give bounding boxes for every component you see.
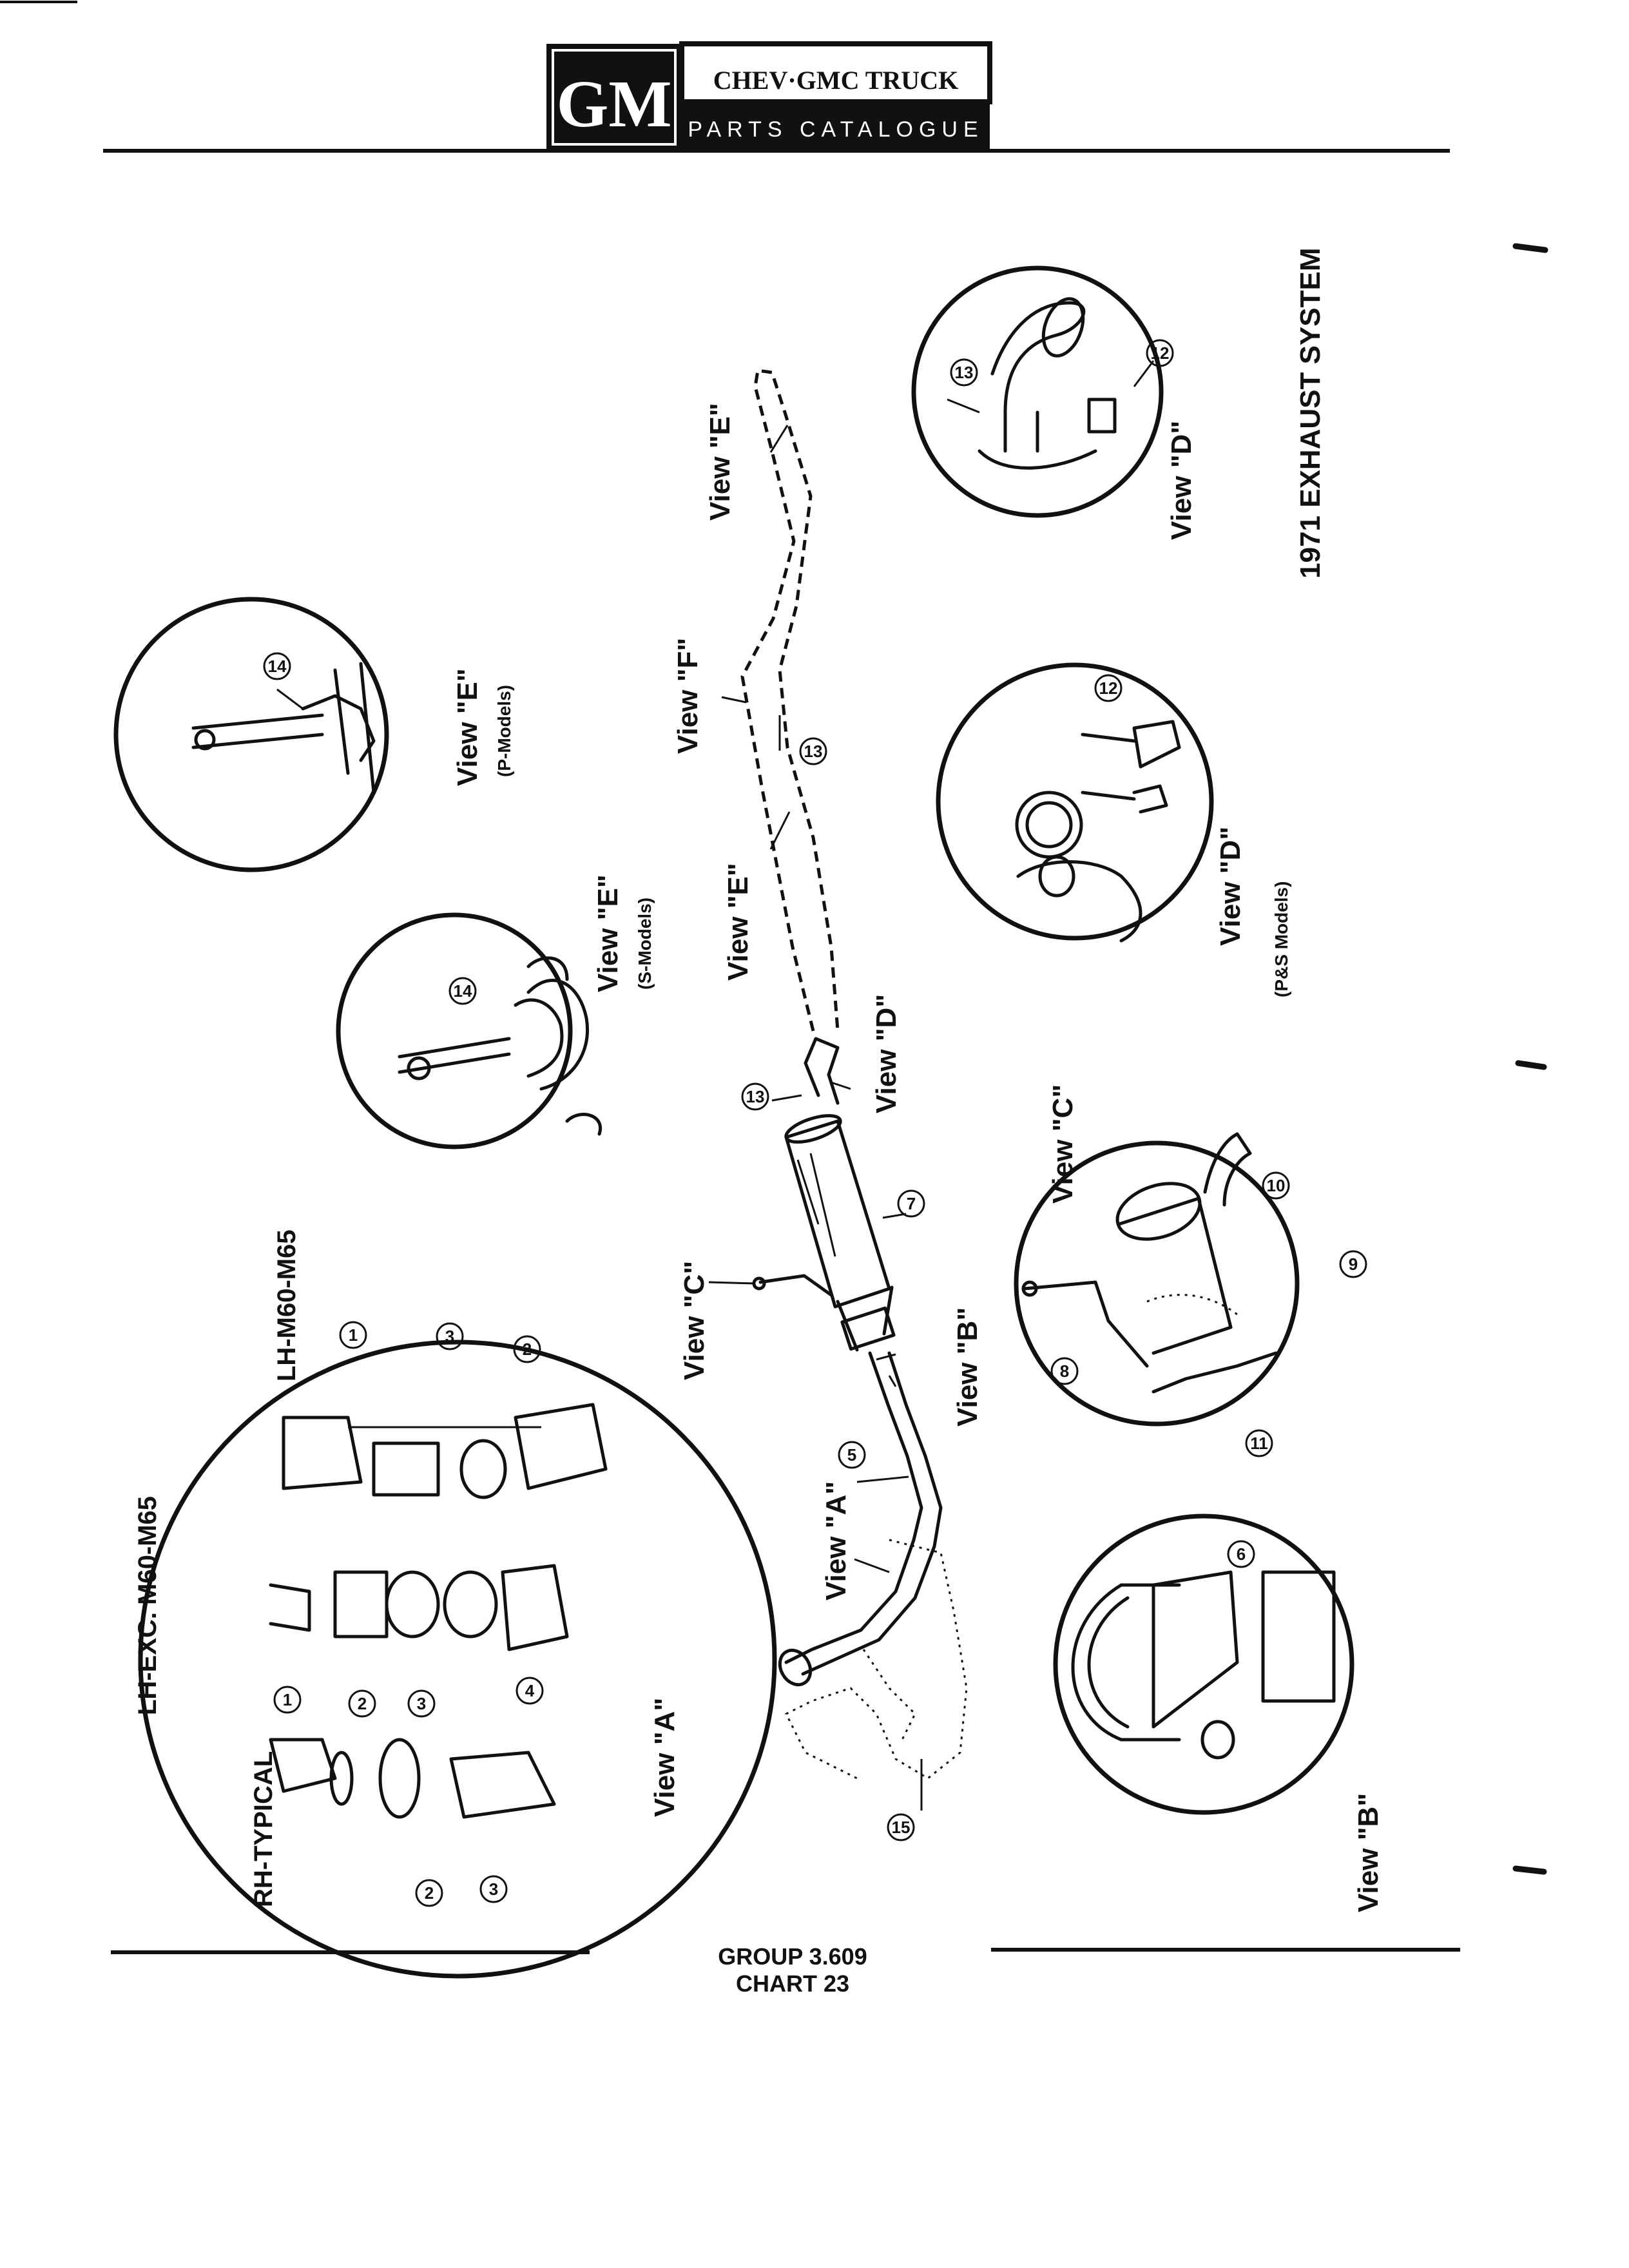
label-lh-exc: LH-EXC. M60-M65 (133, 1496, 162, 1715)
label-lh-m60: LH-M60-M65 (273, 1229, 301, 1381)
callout-11: 11 (1245, 1429, 1273, 1457)
svg-text:15: 15 (892, 1818, 911, 1837)
detail-view-c (1014, 1132, 1300, 1427)
callout-3-lhexc: 3 (407, 1689, 436, 1718)
muffler (784, 1114, 896, 1352)
margin-ticks (1512, 243, 1548, 1875)
label-view-d-top: View "D" (1166, 421, 1197, 540)
label-view-e-s-sub: (S-Models) (635, 898, 655, 990)
detail-view-b (1053, 1514, 1354, 1815)
header-line2: PARTS CATALOGUE (688, 117, 983, 142)
callout-3-lhm60: 3 (436, 1322, 464, 1350)
svg-text:7: 7 (907, 1194, 916, 1213)
callout-2-lhexc: 2 (348, 1689, 376, 1718)
label-main-view-e1: View "E" (704, 403, 736, 521)
svg-text:2: 2 (358, 1694, 367, 1713)
svg-text:6: 6 (1237, 1544, 1246, 1564)
svg-text:8: 8 (1060, 1361, 1069, 1381)
label-view-e-s: View "E" (592, 874, 624, 992)
callout-13-outlet: 13 (741, 1082, 769, 1111)
label-main-view-d: View "D" (871, 994, 902, 1113)
header: GM CHEV·GMC TRUCK PARTS CATALOGUE (103, 41, 1450, 153)
gm-logo (546, 44, 682, 151)
callout-3-rh: 3 (479, 1875, 508, 1903)
label-view-d-ps: View "D" (1215, 827, 1246, 946)
callout-13-top: 13 (950, 358, 978, 387)
main-exhaust-route (740, 369, 968, 1780)
callout-15: 15 (887, 1813, 915, 1841)
callout-10: 10 (1262, 1171, 1290, 1200)
callout-14-p: 14 (263, 652, 291, 680)
detail-view-d-top (911, 265, 1164, 518)
header-line1: CHEV·GMC TRUCK (713, 66, 958, 95)
svg-text:14: 14 (454, 981, 472, 1001)
callout-12-top: 12 (1146, 339, 1174, 367)
svg-text:2: 2 (523, 1340, 532, 1359)
callout-9: 9 (1339, 1250, 1367, 1278)
svg-text:12: 12 (1151, 343, 1170, 363)
svg-text:13: 13 (804, 742, 823, 761)
callout-1-lhm60: 1 (339, 1321, 367, 1349)
leader-lines (708, 425, 923, 1811)
svg-text:1: 1 (349, 1325, 358, 1345)
label-main-view-e2: View "E" (722, 863, 754, 981)
svg-text:3: 3 (489, 1879, 498, 1899)
callout-7: 7 (897, 1189, 925, 1218)
detail-view-e-s-models (336, 912, 602, 1149)
label-main-view-c: View "C" (679, 1261, 710, 1380)
detail-view-a (138, 1340, 777, 1979)
gm-logo-text: GM (556, 67, 671, 141)
label-view-e-p: View "E" (452, 668, 483, 786)
callout-12-ps: 12 (1094, 674, 1123, 702)
callout-6: 6 (1227, 1540, 1255, 1568)
label-main-view-a: View "A" (820, 1481, 852, 1600)
view-labels: View "E" (P-Models) View "E" (S-Models) … (133, 403, 1384, 1912)
svg-text:13: 13 (955, 363, 974, 382)
callout-13-main: 13 (799, 737, 827, 765)
callouts: 14 14 13 12 12 13 13 7 5 15 10 9 8 11 6 … (263, 339, 1367, 1907)
label-view-a-detail: View "A" (649, 1698, 680, 1817)
svg-text:5: 5 (847, 1445, 856, 1465)
callout-2-lhm60: 2 (513, 1335, 541, 1363)
callout-4-lhexc: 4 (516, 1677, 544, 1705)
label-rh-typical: RH-TYPICAL (249, 1751, 278, 1907)
footer-caption: GROUP 3.609 CHART 23 (718, 1943, 867, 1997)
callout-14-s: 14 (448, 977, 477, 1005)
label-main-view-f: View "F" (672, 638, 704, 754)
callout-5: 5 (838, 1441, 866, 1469)
svg-text:1: 1 (283, 1690, 292, 1709)
svg-text:3: 3 (417, 1694, 426, 1713)
detail-view-e-p-models (113, 597, 389, 872)
detail-view-d-ps-models (936, 662, 1214, 943)
callout-1-lhexc: 1 (273, 1686, 302, 1714)
svg-text:4: 4 (525, 1681, 535, 1700)
label-main-view-b: View "B" (952, 1307, 983, 1427)
label-view-b-detail: View "B" (1353, 1793, 1384, 1912)
svg-text:10: 10 (1267, 1176, 1286, 1195)
label-view-c-detail: View "C" (1047, 1084, 1079, 1204)
svg-text:13: 13 (746, 1087, 765, 1106)
svg-text:11: 11 (1250, 1434, 1268, 1453)
label-view-e-p-sub: (P-Models) (494, 685, 514, 777)
label-view-d-ps-sub: (P&S Models) (1271, 881, 1291, 997)
callout-8: 8 (1050, 1357, 1079, 1385)
svg-text:2: 2 (425, 1883, 434, 1903)
svg-text:9: 9 (1349, 1254, 1358, 1274)
svg-text:14: 14 (268, 657, 287, 676)
svg-text:3: 3 (445, 1327, 454, 1346)
svg-text:12: 12 (1099, 678, 1118, 698)
header-box (679, 41, 992, 104)
diagram-title: 1971 EXHAUST SYSTEM (1295, 248, 1326, 579)
callout-2-rh: 2 (415, 1879, 443, 1907)
